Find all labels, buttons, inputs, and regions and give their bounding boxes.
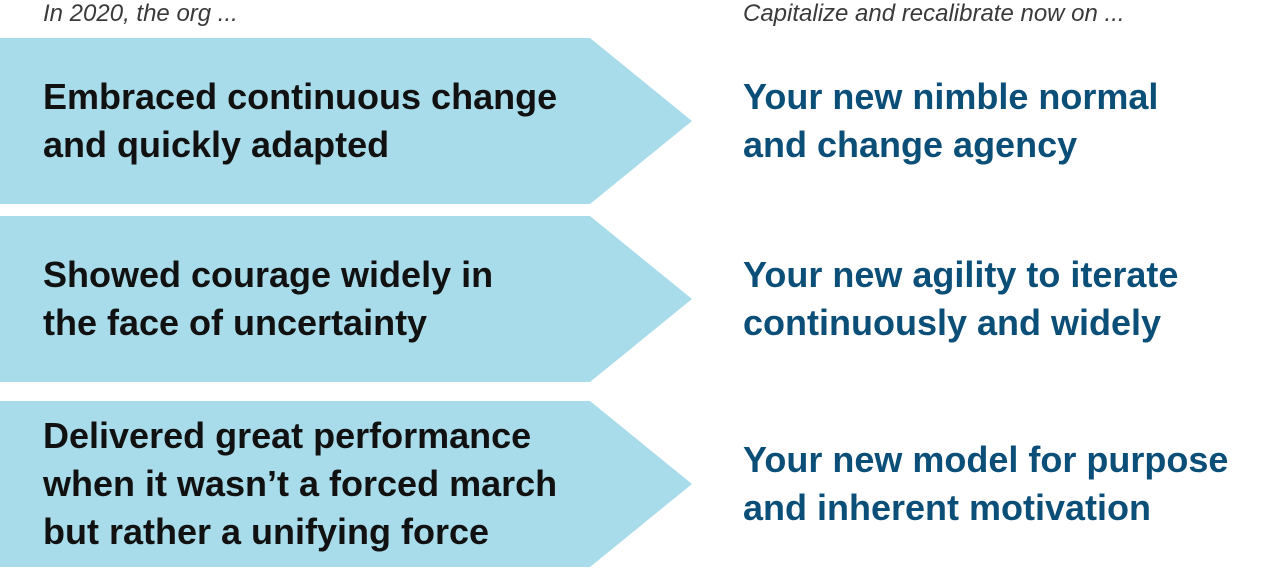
outcome-label: Your new model for purpose and inherent … (743, 439, 1229, 528)
arrow-label: Delivered great performance when it wasn… (43, 415, 558, 552)
outcome-label: Your new agility to iterate continuously… (743, 254, 1179, 343)
arrow-label: Embraced continuous change and quickly a… (43, 76, 558, 165)
arrow-shape (0, 216, 692, 382)
diagram-row: Embraced continuous change and quickly a… (0, 38, 1268, 204)
diagram-row: Showed courage widely in the face of unc… (0, 216, 1268, 382)
diagram-row: Delivered great performance when it wasn… (0, 401, 1268, 567)
arrow-shape (0, 401, 692, 567)
outcome-label: Your new nimble normal and change agency (743, 76, 1159, 165)
arrow-label: Showed courage widely in the face of unc… (43, 254, 494, 343)
arrow-shape (0, 38, 692, 204)
left-column-header: In 2020, the org ... (43, 0, 238, 27)
right-column-header: Capitalize and recalibrate now on ... (743, 0, 1125, 27)
